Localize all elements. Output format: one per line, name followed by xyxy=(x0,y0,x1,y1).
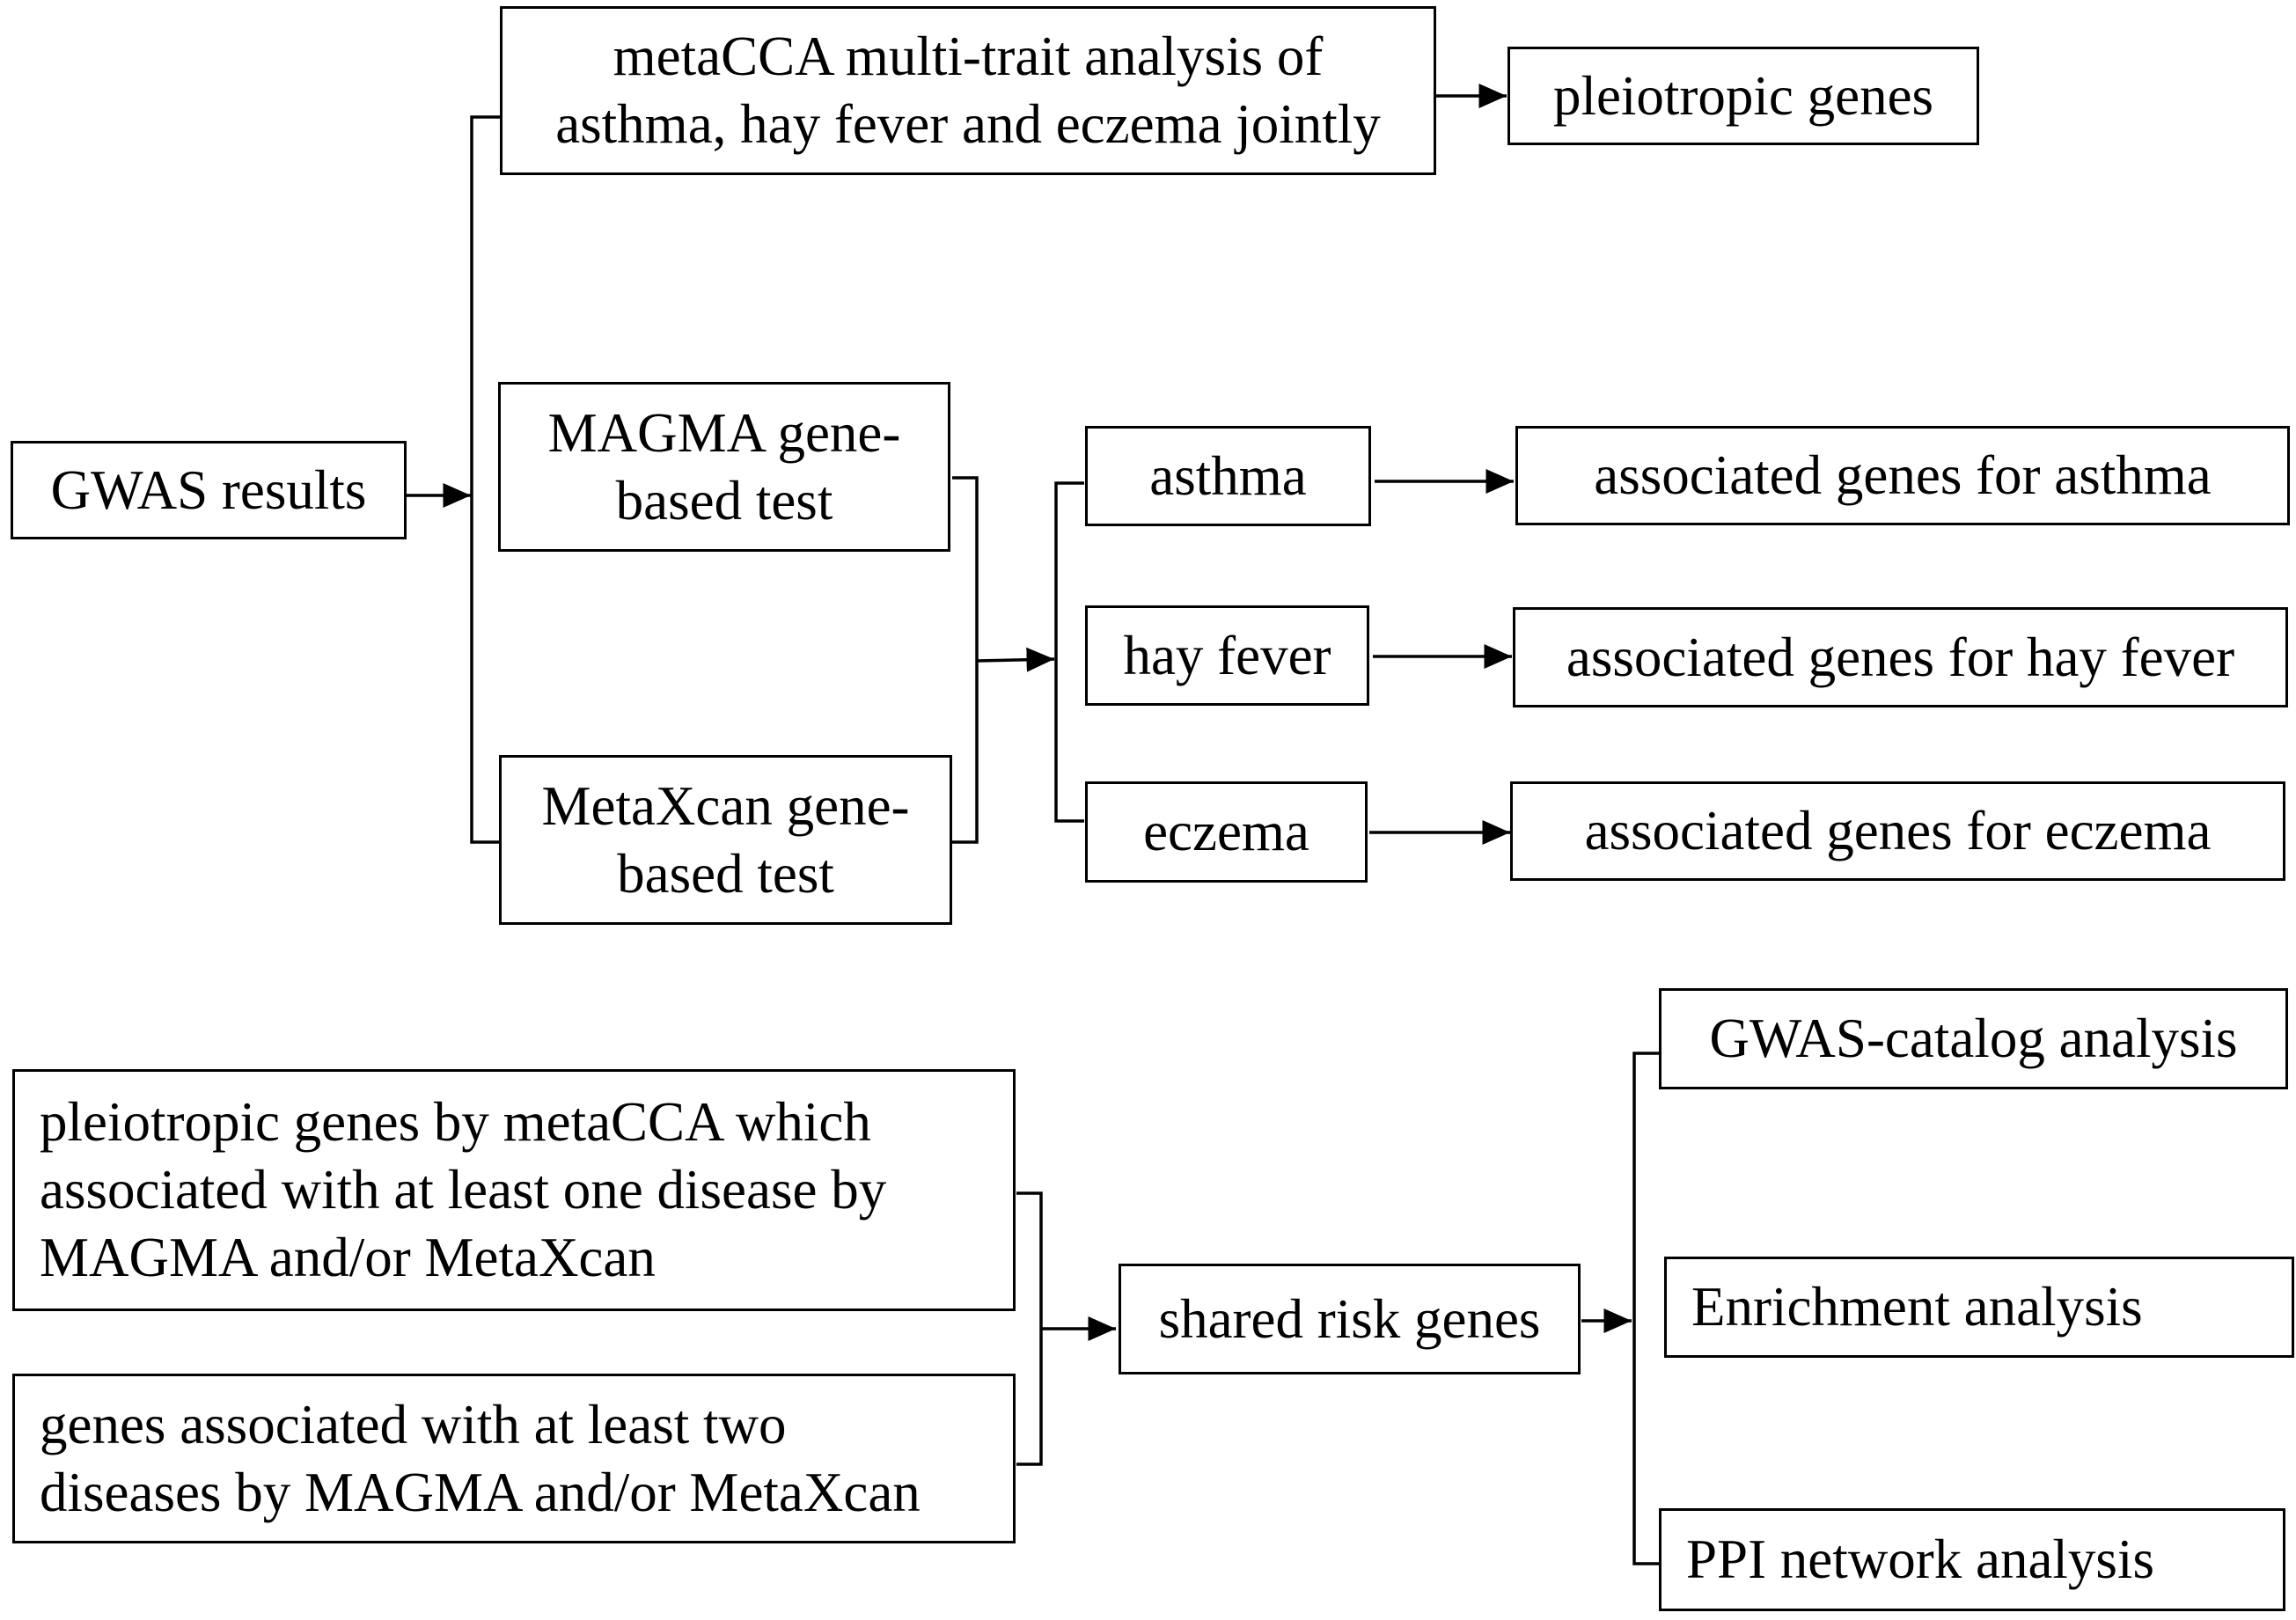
bracket-gene-sets xyxy=(1016,1191,1043,1466)
ppi-network-analysis-box: PPI network analysis xyxy=(1659,1508,2285,1611)
bracket-analyses xyxy=(1632,1052,1661,1565)
bracket-gene-tests xyxy=(952,476,979,844)
asthma-box: asthma xyxy=(1085,426,1371,526)
pleiotropic-genes-by-metacca-box: pleiotropic genes by metaCCA which assoc… xyxy=(12,1069,1016,1311)
bracket-diseases xyxy=(1054,481,1084,823)
magma-box: MAGMA gene- based test xyxy=(498,382,950,552)
enrichment-analysis-box: Enrichment analysis xyxy=(1664,1257,2294,1358)
hay-fever-box: hay fever xyxy=(1085,605,1369,706)
pleiotropic-genes-box: pleiotropic genes xyxy=(1507,47,1979,145)
metacca-box: metaCCA multi-trait analysis of asthma, … xyxy=(500,6,1436,175)
edge-tests-to-diseases xyxy=(976,647,1055,672)
shared-risk-genes-box: shared risk genes xyxy=(1119,1264,1581,1374)
gwas-catalog-analysis-box: GWAS-catalog analysis xyxy=(1659,988,2288,1089)
associated-genes-eczema-box: associated genes for eczema xyxy=(1510,781,2285,881)
metaxcan-box: MetaXcan gene- based test xyxy=(499,755,952,925)
genes-two-diseases-box: genes associated with at least two disea… xyxy=(12,1374,1016,1543)
associated-genes-hay-fever-box: associated genes for hay fever xyxy=(1513,607,2288,707)
associated-genes-asthma-box: associated genes for asthma xyxy=(1515,426,2290,525)
bracket-methods xyxy=(470,115,500,844)
gwas-results-box: GWAS results xyxy=(11,441,407,539)
eczema-box: eczema xyxy=(1085,781,1368,883)
